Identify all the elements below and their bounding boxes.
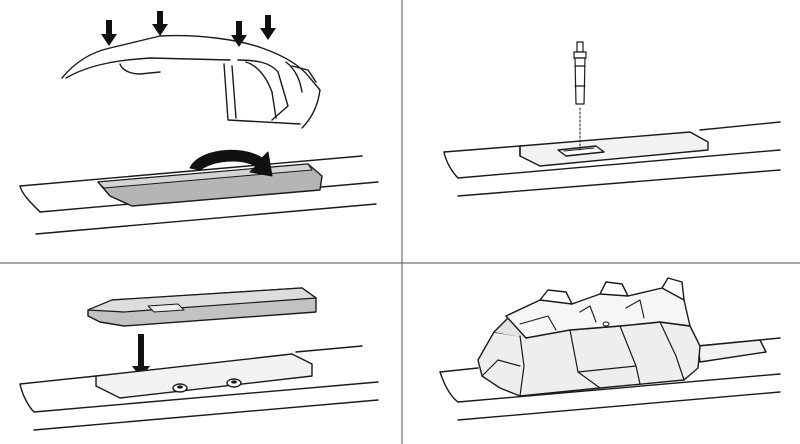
screw-heads bbox=[172, 378, 242, 393]
bolt-icon bbox=[573, 41, 587, 105]
roof-rack-foot bbox=[477, 277, 701, 397]
panel-step-1 bbox=[19, 11, 379, 235]
cover-plate bbox=[87, 287, 317, 327]
rotate-arrow-icon bbox=[189, 149, 273, 177]
arrow-down-icon bbox=[132, 334, 150, 378]
panel-step-3 bbox=[19, 287, 379, 431]
rail-cover bbox=[97, 163, 323, 207]
roof-rail bbox=[19, 345, 379, 431]
car-roof bbox=[61, 34, 321, 129]
panel-step-4 bbox=[439, 277, 781, 421]
panel-step-2 bbox=[443, 41, 781, 197]
roof-rail bbox=[443, 121, 781, 197]
arrow-down-icon bbox=[101, 11, 276, 47]
mount-slot bbox=[557, 145, 605, 157]
